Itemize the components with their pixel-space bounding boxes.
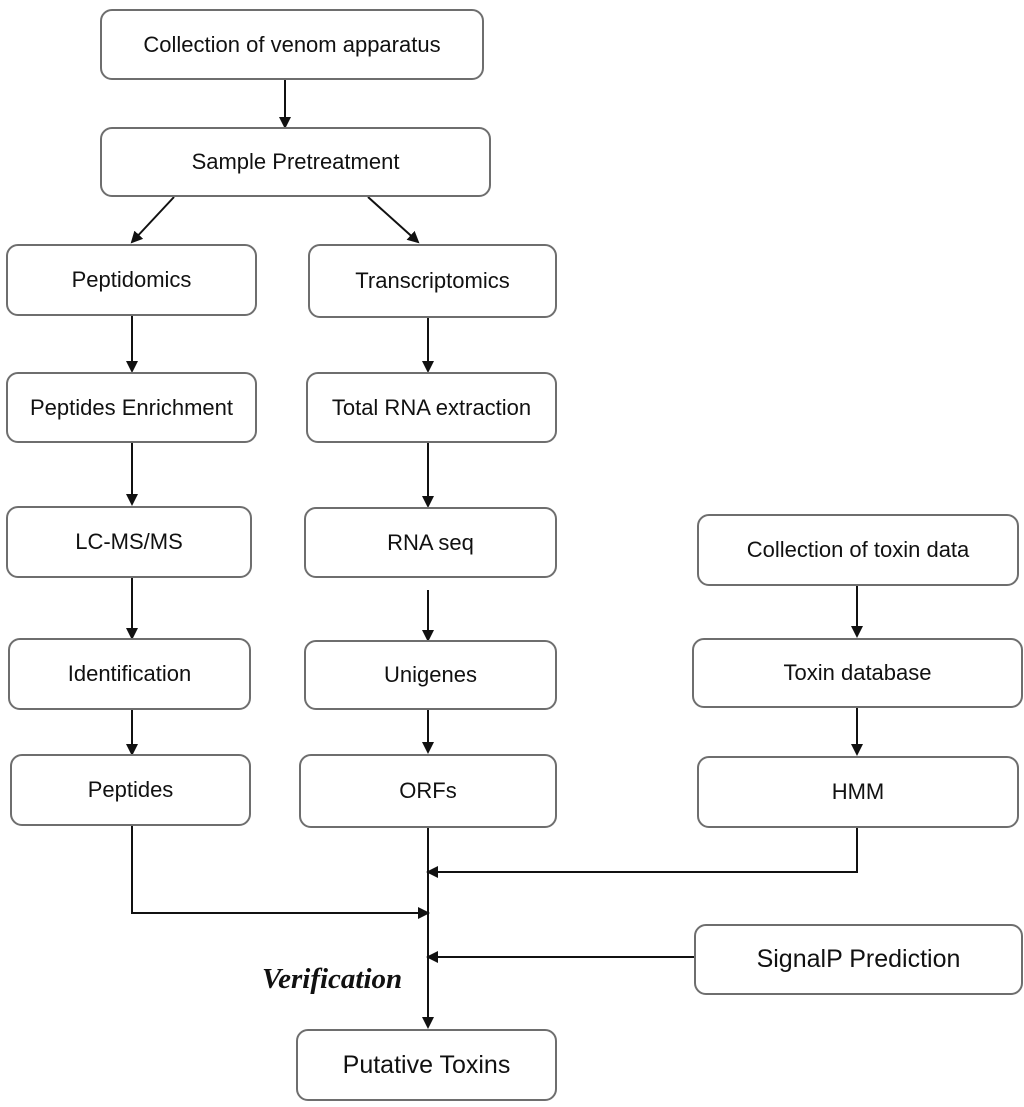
node-lc-ms-ms: LC-MS/MS — [6, 506, 252, 578]
node-peptides: Peptides — [10, 754, 251, 826]
node-unigenes: Unigenes — [304, 640, 557, 710]
node-total-rna-extraction: Total RNA extraction — [306, 372, 557, 443]
node-orfs: ORFs — [299, 754, 557, 828]
node-transcriptomics: Transcriptomics — [308, 244, 557, 318]
node-rna-seq: RNA seq — [304, 507, 557, 578]
arrow-hmm-to-verification — [426, 828, 858, 878]
node-peptidomics: Peptidomics — [6, 244, 257, 316]
node-hmm: HMM — [697, 756, 1019, 828]
arrow-pretreatment-to-transcriptomics — [367, 196, 420, 244]
node-collection-toxin-data: Collection of toxin data — [697, 514, 1019, 586]
arrow-peptides-to-verification — [131, 826, 430, 919]
node-peptides-enrichment: Peptides Enrichment — [6, 372, 257, 443]
node-sample-pretreatment: Sample Pretreatment — [100, 127, 491, 197]
arrow-pretreatment-to-peptidomics — [130, 196, 175, 244]
node-collection-venom-apparatus: Collection of venom apparatus — [100, 9, 484, 80]
node-putative-toxins: Putative Toxins — [296, 1029, 557, 1101]
node-signalp-prediction: SignalP Prediction — [694, 924, 1023, 995]
verification-label: Verification — [262, 963, 403, 995]
node-toxin-database: Toxin database — [692, 638, 1023, 708]
node-identification: Identification — [8, 638, 251, 710]
